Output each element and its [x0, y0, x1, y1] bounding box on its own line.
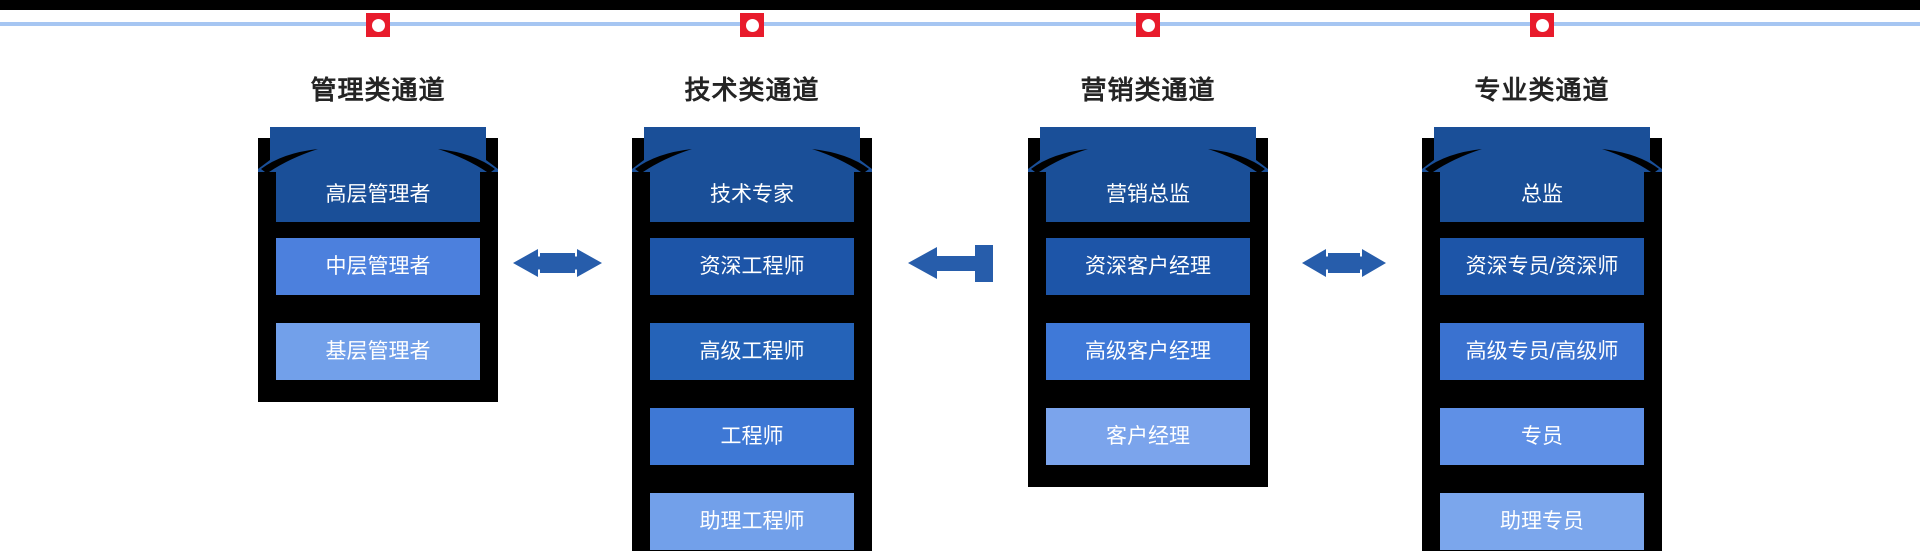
- channel-badge-icon: [632, 127, 872, 172]
- ladder-frame: 技术专家 资深工程师 高级工程师 工程师 助理工程师: [632, 172, 872, 551]
- level-box: 资深客户经理: [1046, 238, 1250, 295]
- level-box: 高级工程师: [650, 323, 854, 380]
- top-black-bar: [0, 0, 1920, 10]
- marker-dot: [745, 18, 759, 32]
- marker-dot: [371, 18, 385, 32]
- timeline-marker: [1530, 13, 1554, 37]
- level-box: 技术专家: [650, 172, 854, 222]
- channel-column-technical: 技术类通道 技术专家 资深工程师 高级工程师 工程师 助理工程师: [632, 0, 872, 551]
- channel-title: 管理类通道: [310, 75, 446, 105]
- marker-dot: [1141, 18, 1155, 32]
- level-box: 营销总监: [1046, 172, 1250, 222]
- channel-column-marketing: 营销类通道 营销总监 资深客户经理 高级客户经理 客户经理: [1028, 0, 1268, 551]
- ladder-frame: 总监 资深专员/资深师 高级专员/高级师 专员 助理专员: [1422, 172, 1662, 551]
- level-box: 总监: [1440, 172, 1644, 222]
- channel-column-management: 管理类通道 高层管理者 中层管理者 基层管理者: [258, 0, 498, 551]
- timeline-marker: [1136, 13, 1160, 37]
- level-box: 高级客户经理: [1046, 323, 1250, 380]
- ladder-frame: 高层管理者 中层管理者 基层管理者: [258, 172, 498, 402]
- level-box: 基层管理者: [276, 323, 480, 380]
- channel-badge-icon: [258, 127, 498, 172]
- level-box: 工程师: [650, 408, 854, 465]
- level-box: 专员: [1440, 408, 1644, 465]
- channel-column-professional: 专业类通道 总监 资深专员/资深师 高级专员/高级师 专员 助理专员: [1422, 0, 1662, 551]
- timeline-marker: [366, 13, 390, 37]
- channel-badge-icon: [1422, 127, 1662, 172]
- level-box: 客户经理: [1046, 408, 1250, 465]
- timeline-line: [0, 22, 1920, 26]
- level-box: 中层管理者: [276, 238, 480, 295]
- double-arrow-icon: [1302, 247, 1386, 279]
- channel-title: 技术类通道: [684, 75, 820, 105]
- ladder-frame: 营销总监 资深客户经理 高级客户经理 客户经理: [1028, 172, 1268, 487]
- level-box: 高层管理者: [276, 172, 480, 222]
- level-box: 资深工程师: [650, 238, 854, 295]
- marker-dot: [1535, 18, 1549, 32]
- left-arrow-icon: [908, 245, 993, 282]
- level-box: 助理工程师: [650, 493, 854, 550]
- channel-title: 专业类通道: [1474, 75, 1610, 105]
- level-box: 资深专员/资深师: [1440, 238, 1644, 295]
- timeline-marker: [740, 13, 764, 37]
- double-arrow-icon: [513, 247, 602, 279]
- level-box: 高级专员/高级师: [1440, 323, 1644, 380]
- channel-title: 营销类通道: [1080, 75, 1216, 105]
- channel-badge-icon: [1028, 127, 1268, 172]
- level-box: 助理专员: [1440, 493, 1644, 550]
